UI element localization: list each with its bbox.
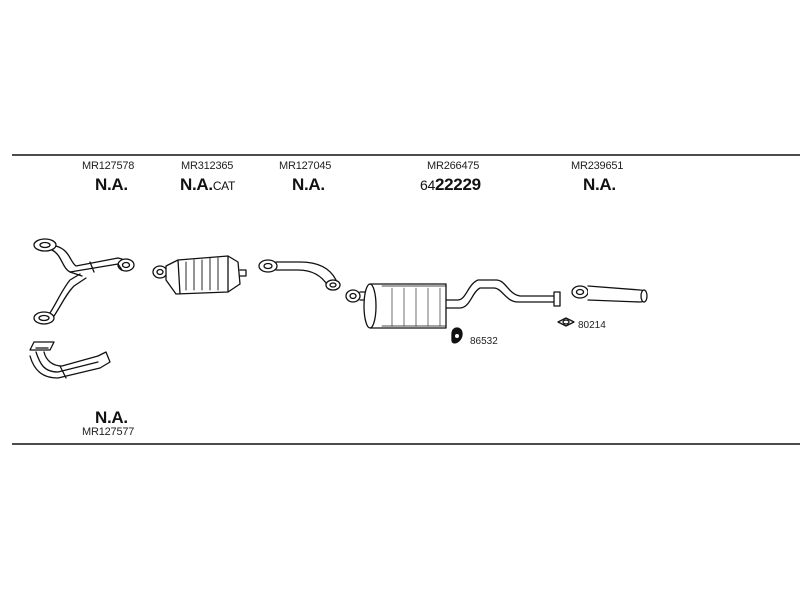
label-lower-pipe: N.A. [95, 408, 128, 427]
part-no-silencer: MR266475 [427, 160, 480, 172]
part-no-lower-pipe: MR127577 [82, 426, 135, 438]
label-silencer-text: 22229 [434, 175, 481, 194]
front-y-pipe-icon [33, 238, 135, 325]
part-no-catalyst: MR312365 [181, 160, 234, 172]
catalytic-converter-icon [152, 255, 247, 295]
label-catalyst: N.A.CAT [180, 175, 235, 195]
intermediate-pipe-icon [258, 259, 341, 291]
label-front-pipe: N.A. [95, 175, 128, 195]
label-intermediate-pipe-text: N.A. [292, 175, 325, 194]
part-no-tail-pipe: MR239651 [571, 160, 624, 172]
rubber-mount-icon [451, 327, 463, 344]
part-no-intermediate-pipe: MR127045 [279, 160, 332, 172]
tail-pipe-icon [571, 285, 648, 303]
label-intermediate-pipe: N.A. [292, 175, 325, 195]
label-catalyst-suffix: CAT [212, 179, 236, 193]
label-tail-pipe-text: N.A. [583, 175, 616, 194]
rear-silencer-icon [345, 279, 561, 329]
label-silencer: 6422229 [420, 175, 481, 195]
mount-code: 86532 [470, 336, 498, 347]
label-catalyst-text: N.A. [180, 175, 213, 194]
label-silencer-prefix: 64 [420, 177, 435, 193]
part-no-front-pipe: MR127578 [82, 160, 135, 172]
label-tail-pipe: N.A. [583, 175, 616, 195]
gasket-code: 80214 [578, 320, 606, 331]
label-front-pipe-text: N.A. [95, 175, 128, 194]
lower-front-pipe-icon [29, 341, 111, 379]
gasket-icon [557, 317, 575, 327]
